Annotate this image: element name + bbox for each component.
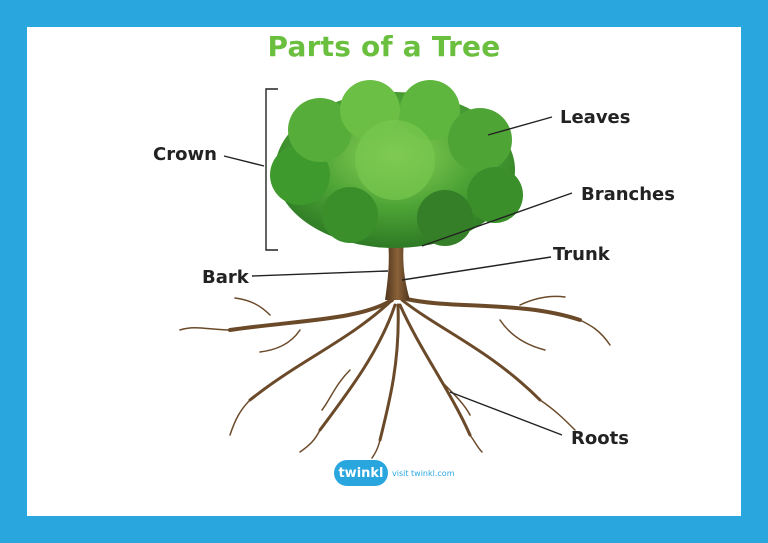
label-crown: Crown bbox=[153, 144, 217, 165]
page-title: Parts of a Tree bbox=[267, 30, 501, 63]
twinkl-logo: twinkl visit twinkl.com bbox=[334, 458, 454, 488]
logo-link[interactable]: visit twinkl.com bbox=[392, 468, 455, 478]
logo-badge: twinkl bbox=[334, 460, 388, 486]
label-branches: Branches bbox=[581, 184, 675, 205]
label-roots: Roots bbox=[571, 428, 629, 449]
label-bark: Bark bbox=[202, 267, 249, 288]
label-leaves: Leaves bbox=[560, 107, 631, 128]
label-lines bbox=[223, 88, 573, 436]
crown-graphic bbox=[270, 80, 523, 248]
roots-graphic bbox=[179, 295, 611, 459]
trunk-graphic bbox=[385, 240, 410, 300]
label-trunk: Trunk bbox=[553, 244, 610, 265]
